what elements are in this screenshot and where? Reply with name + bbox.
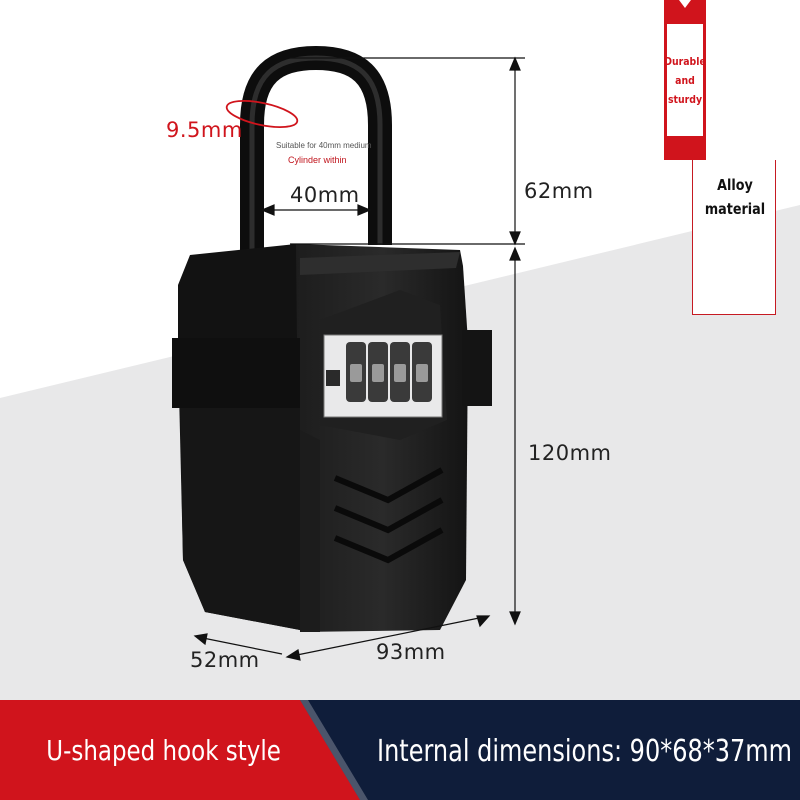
shackle-diameter-label: 9.5mm: [166, 118, 243, 142]
durable-line-3: sturdy: [667, 93, 703, 106]
durable-text: Durable and sturdy: [664, 52, 707, 109]
body-depth-label: 52mm: [190, 648, 260, 672]
body-height-label: 120mm: [528, 441, 612, 465]
durable-line-1: Durable: [664, 55, 706, 68]
combination-dials: [326, 342, 432, 402]
chevron-grooves: [333, 467, 444, 564]
alloy-text: Alloy material: [698, 173, 771, 221]
alloy-line-2: material: [704, 200, 766, 218]
durable-tag: [664, 0, 706, 160]
lock-body: [172, 244, 492, 632]
alloy-tag: [692, 160, 776, 315]
cylinder-note: Cylinder within: [288, 155, 347, 165]
shackle-height-label: 62mm: [524, 179, 594, 203]
suitable-note: Suitable for 40mm medium: [276, 141, 372, 150]
diameter-ring: [225, 99, 299, 129]
body-width-label: 93mm: [376, 640, 446, 664]
dimension-lines: [193, 56, 525, 661]
alloy-line-1: Alloy: [717, 176, 753, 194]
internal-dimensions-label: Internal dimensions: 90*68*37mm: [377, 734, 793, 769]
bottom-banner: [0, 700, 800, 800]
durable-line-2: and: [675, 74, 695, 87]
shackle-width-label: 40mm: [290, 183, 360, 207]
hook-style-label: U-shaped hook style: [46, 734, 281, 767]
